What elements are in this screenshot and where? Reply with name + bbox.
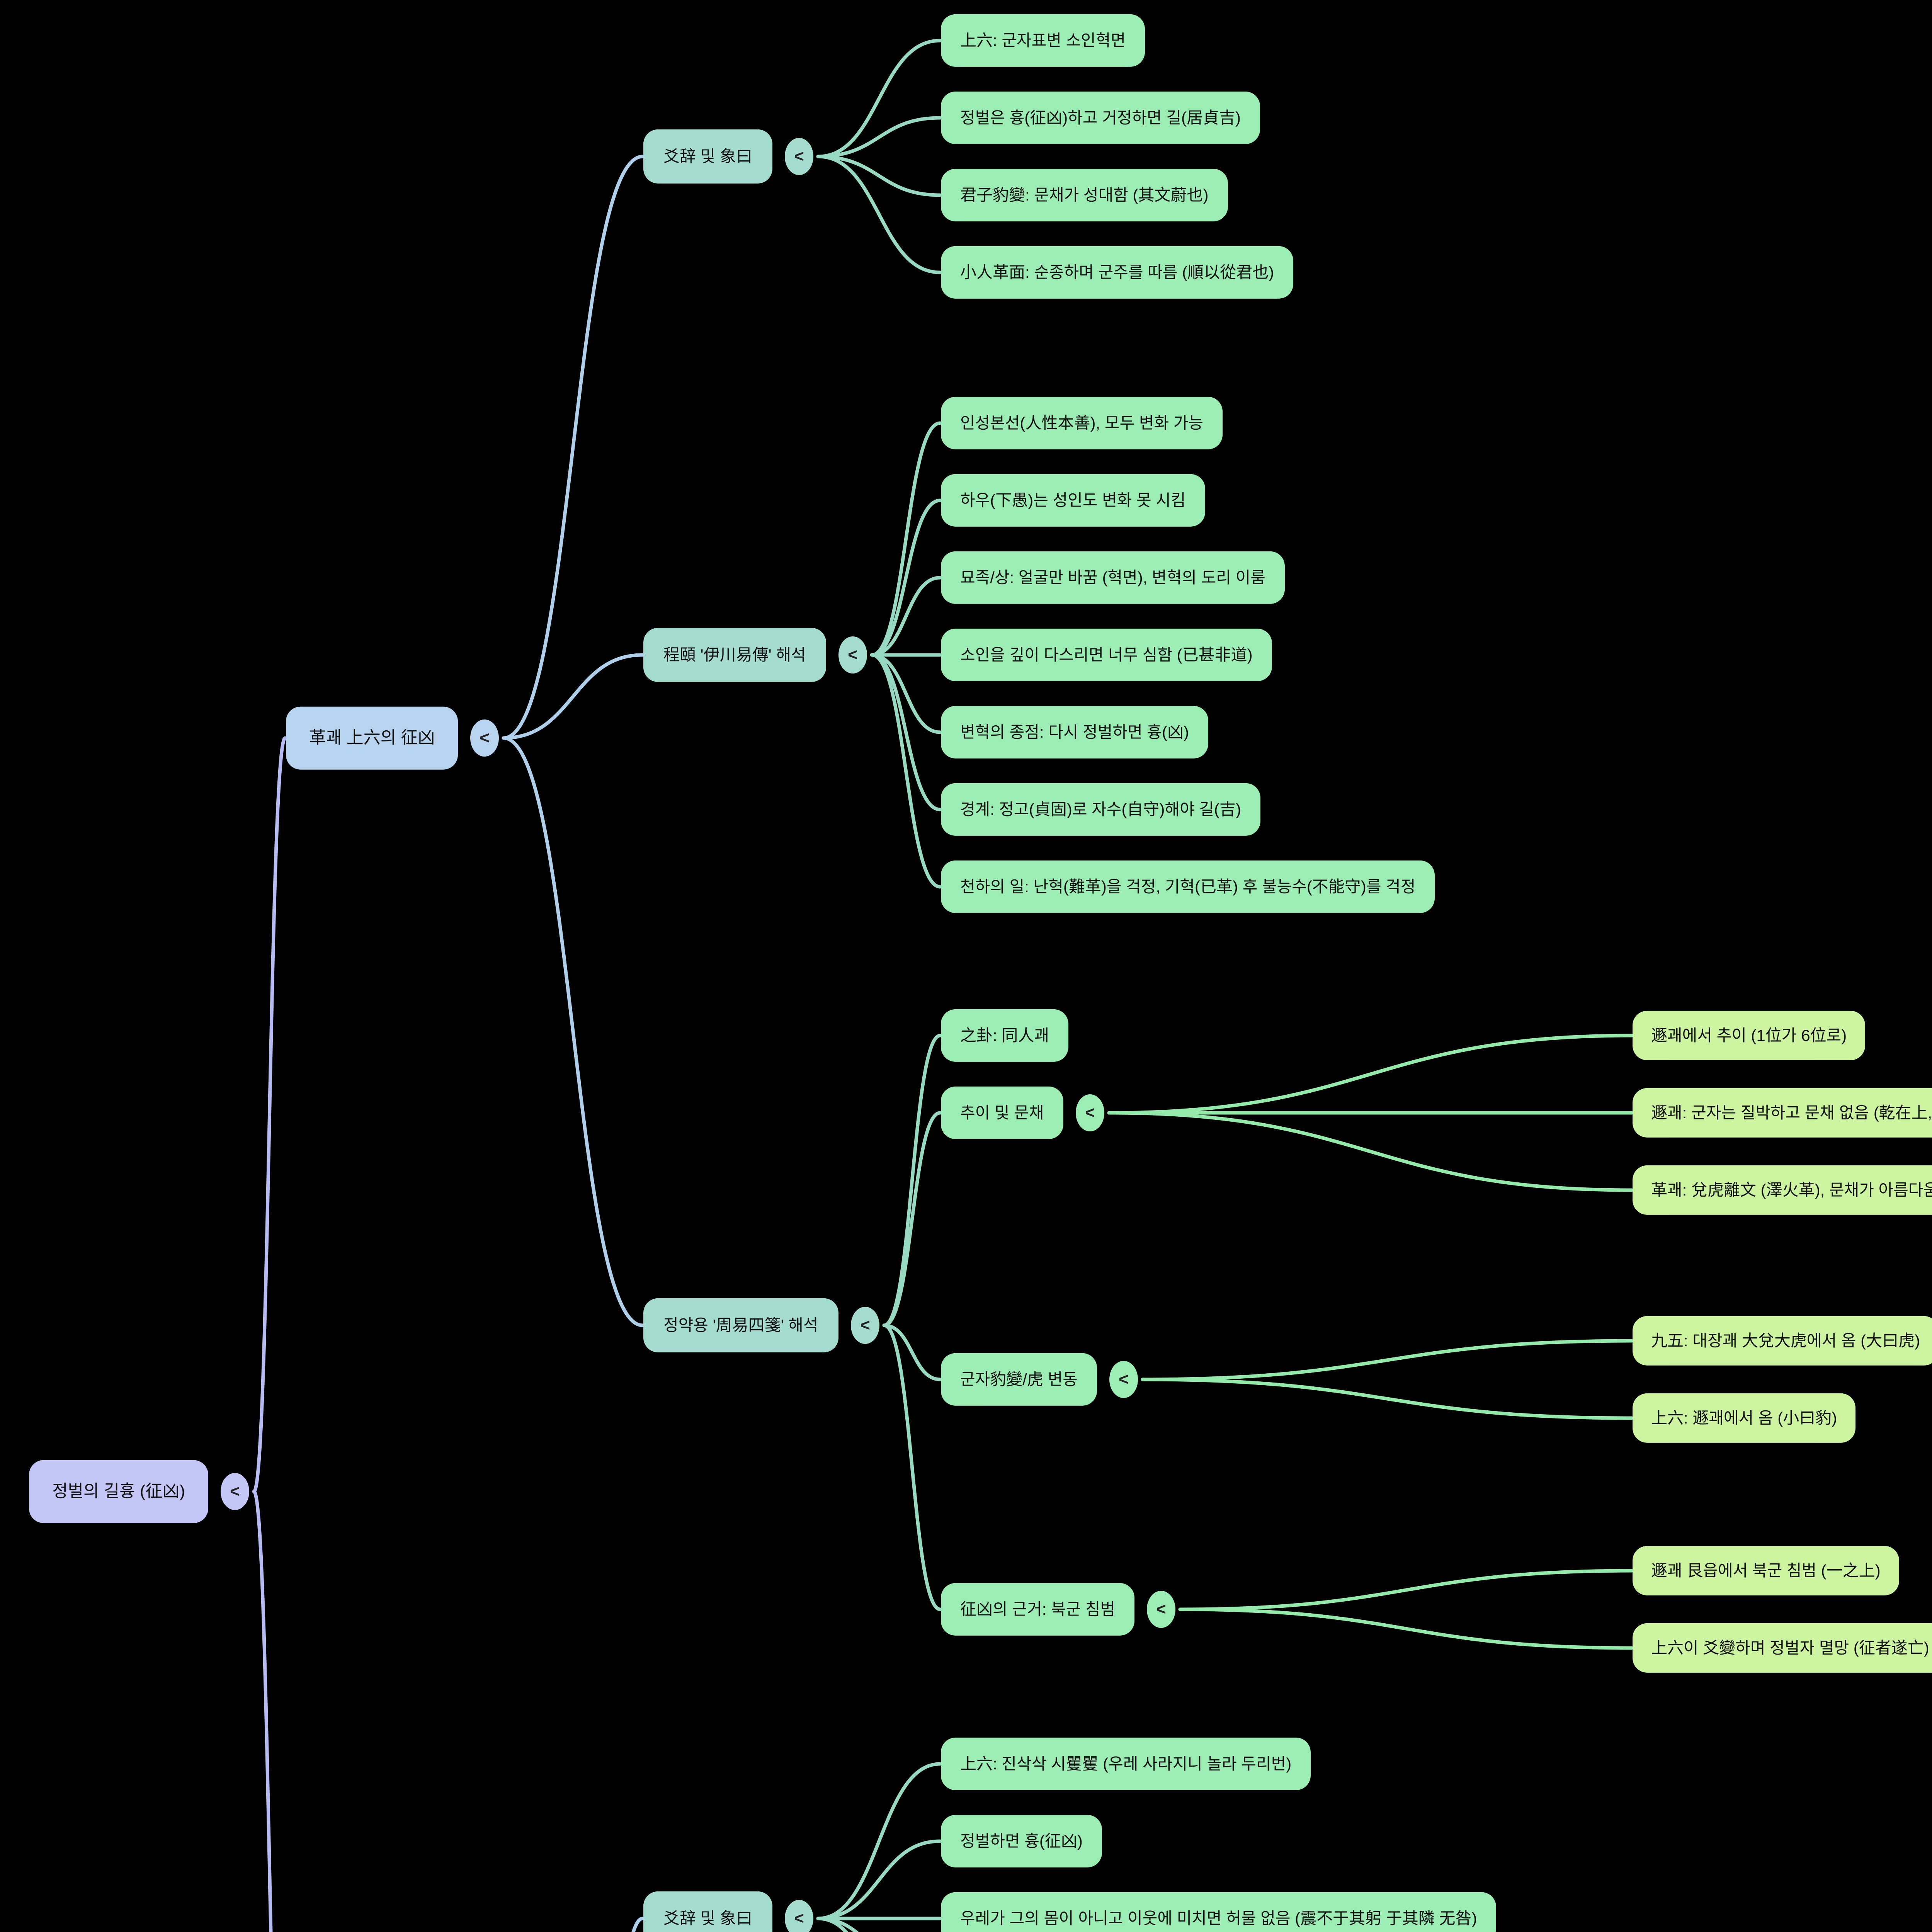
node-k22[interactable]: 하우(下愚)는 성인도 변화 못 시킴 — [941, 474, 1205, 527]
link-r-b1 — [252, 736, 287, 1493]
link-k34-g6 — [1178, 1569, 1634, 1611]
link-k32-g3 — [1107, 1111, 1634, 1192]
link-s4-k45 — [816, 1917, 849, 1932]
node-b1[interactable]: 革괘 上六의 征凶 — [286, 706, 458, 770]
node-g6[interactable]: 遯괘 艮읍에서 북군 침범 (一之上) — [1633, 1546, 1899, 1596]
link-s3-k32 — [882, 1111, 942, 1327]
node-g1[interactable]: 遯괘에서 추이 (1位가 6位로) — [1633, 1010, 1866, 1061]
link-s1-k11 — [816, 39, 942, 158]
node-k25[interactable]: 변혁의 종점: 다시 정벌하면 흉(凶) — [941, 706, 1208, 759]
link-s3-k31 — [882, 1034, 942, 1327]
link-s3-k34 — [882, 1323, 942, 1611]
node-k26[interactable]: 경계: 정고(貞固)로 자수(自守)해야 길(吉) — [941, 783, 1260, 836]
link-s2-k27 — [870, 653, 942, 889]
link-k34-g7 — [1178, 1607, 1634, 1650]
link-k32-g1 — [1107, 1034, 1634, 1115]
node-g7[interactable]: 上六이 爻變하며 정벌자 멸망 (征者遂亡) — [1633, 1623, 1932, 1673]
link-s1-k14 — [816, 155, 942, 274]
node-g5[interactable]: 上六: 遯괘에서 옴 (小曰豹) — [1633, 1393, 1856, 1443]
node-k27[interactable]: 천하의 일: 난혁(難革)을 걱정, 기혁(已革) 후 불능수(不能守)를 걱정 — [941, 860, 1435, 913]
collapse-icon[interactable]: < — [470, 719, 499, 757]
node-k13[interactable]: 君子豹變: 문채가 성대함 (其文蔚也) — [941, 168, 1228, 222]
link-s4-k42 — [816, 1839, 942, 1920]
link-k33-g4 — [1141, 1339, 1634, 1381]
link-b1-s1 — [502, 155, 645, 740]
node-k31[interactable]: 之卦: 同人괘 — [941, 1009, 1068, 1062]
node-k24[interactable]: 소인을 깊이 다스리면 너무 심함 (已甚非道) — [941, 628, 1272, 682]
collapse-icon[interactable]: < — [785, 1900, 813, 1932]
node-k41[interactable]: 上六: 진삭삭 시矍矍 (우레 사라지니 놀라 두리번) — [941, 1737, 1311, 1791]
link-b1-s3 — [502, 736, 645, 1327]
collapse-icon[interactable]: < — [1147, 1591, 1175, 1628]
node-k11[interactable]: 上六: 군자표변 소인혁면 — [941, 14, 1145, 67]
node-g4[interactable]: 九五: 대장괘 大兌大虎에서 옴 (大曰虎) — [1633, 1316, 1932, 1366]
node-k14[interactable]: 小人革面: 순종하며 군주를 따름 (順以從君也) — [941, 246, 1294, 299]
link-s2-k21 — [870, 421, 942, 657]
link-s1-k12 — [816, 116, 942, 158]
node-k23[interactable]: 묘족/상: 얼굴만 바꿈 (혁면), 변혁의 도리 이룸 — [941, 551, 1285, 604]
node-r[interactable]: 정벌의 길흉 (征凶) — [29, 1460, 209, 1523]
link-s2-k25 — [870, 653, 942, 734]
node-s4[interactable]: 爻辞 및 象曰 — [643, 1891, 772, 1932]
collapse-icon[interactable]: < — [851, 1307, 879, 1344]
collapse-icon[interactable]: < — [1109, 1361, 1138, 1398]
node-g3[interactable]: 革괘: 兌虎離文 (澤火革), 문채가 아름다움 (其文蔚然) — [1633, 1165, 1932, 1215]
node-s2[interactable]: 程頤 '伊川易傳' 해석 — [643, 628, 826, 682]
collapse-icon[interactable]: < — [838, 636, 867, 673]
link-s3-k33 — [882, 1323, 942, 1381]
link-s4-k41 — [816, 1762, 942, 1920]
link-k33-g5 — [1141, 1378, 1634, 1420]
link-s1-k13 — [816, 155, 942, 197]
link-s2-k22 — [870, 498, 942, 657]
link-r-b2 — [252, 1490, 273, 1932]
node-k42[interactable]: 정벌하면 흉(征凶) — [941, 1815, 1102, 1868]
link-s2-k23 — [870, 576, 942, 657]
node-k32[interactable]: 추이 및 문채 — [941, 1086, 1063, 1139]
node-k43[interactable]: 우레가 그의 몸이 아니고 이웃에 미치면 허물 없음 (震不于其躬 于其隣 无… — [941, 1892, 1497, 1932]
collapse-icon[interactable]: < — [785, 138, 813, 175]
link-s4-k44 — [816, 1917, 859, 1932]
node-s1[interactable]: 爻辞 및 象曰 — [643, 129, 772, 184]
node-k12[interactable]: 정벌은 흉(征凶)하고 거정하면 길(居貞吉) — [941, 91, 1260, 145]
link-b1-s2 — [502, 653, 645, 740]
link-s2-k26 — [870, 653, 942, 811]
node-s3[interactable]: 정약용 '周易四箋' 해석 — [643, 1298, 838, 1353]
collapse-icon[interactable]: < — [1076, 1094, 1104, 1131]
node-k21[interactable]: 인성본선(人性本善), 모두 변화 가능 — [941, 396, 1223, 450]
node-k34[interactable]: 征凶의 근거: 북군 침범 — [941, 1583, 1135, 1636]
node-k33[interactable]: 군자豹變/虎 변동 — [941, 1353, 1097, 1406]
node-g2[interactable]: 遯괘: 군자는 질박하고 문채 없음 (乾在上, 質而無文) — [1633, 1088, 1932, 1138]
link-b2-s4 — [631, 1917, 645, 1932]
collapse-icon[interactable]: < — [221, 1473, 249, 1510]
